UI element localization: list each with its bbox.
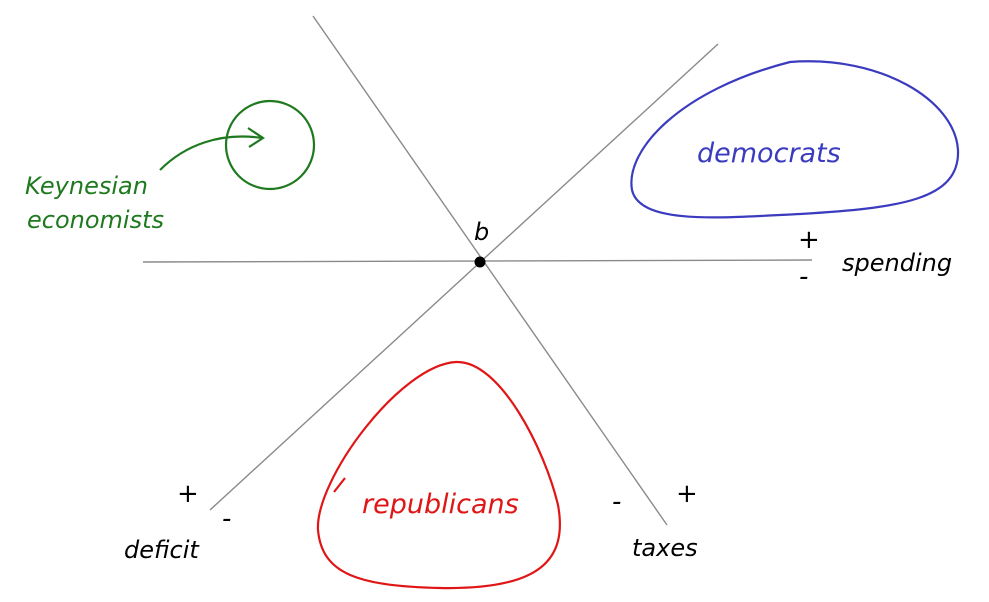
spending-plus-sign: + bbox=[798, 225, 820, 255]
taxes-plus-sign: + bbox=[676, 479, 698, 509]
republicans-label: republicans bbox=[362, 489, 519, 520]
deficit-plus-sign: + bbox=[177, 479, 199, 509]
taxes-axis-label: taxes bbox=[632, 534, 698, 562]
origin-point bbox=[474, 256, 486, 268]
keynesian-pointer-arrow bbox=[159, 135, 263, 171]
spending-axis-label: spending bbox=[842, 249, 952, 277]
republicans-region-stroke-end bbox=[333, 477, 346, 493]
origin-label: b bbox=[474, 218, 489, 246]
deficit-axis-label: deficit bbox=[124, 536, 200, 564]
deficit-axis-line bbox=[209, 43, 719, 511]
spending-minus-sign: - bbox=[799, 262, 808, 292]
keynesian-label-line2: economists bbox=[27, 206, 164, 234]
keynesian-arrowhead bbox=[247, 127, 266, 148]
keynesian-label-line1: Keynesian bbox=[25, 172, 148, 200]
keynesian-economists-region bbox=[224, 99, 316, 191]
republicans-region bbox=[316, 360, 561, 590]
taxes-minus-sign: - bbox=[612, 487, 621, 517]
democrats-region bbox=[630, 60, 960, 219]
taxes-axis-line bbox=[312, 15, 668, 526]
deficit-minus-sign: - bbox=[222, 504, 231, 534]
democrats-label: democrats bbox=[697, 138, 841, 169]
